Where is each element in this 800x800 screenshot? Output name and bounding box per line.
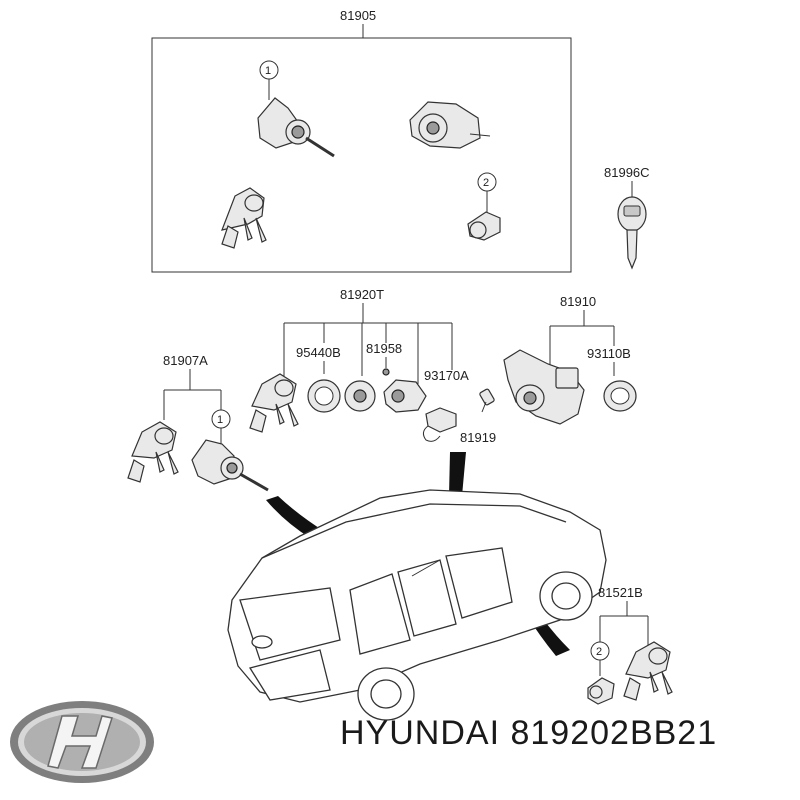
label-81996C: 81996C — [604, 165, 650, 180]
illumination-ring-part — [603, 380, 637, 412]
keys-part-middle — [249, 373, 299, 433]
hyundai-logo — [10, 701, 154, 783]
small-cylinder-part-bottom — [587, 677, 615, 705]
brand-name: HYUNDAI — [340, 714, 501, 752]
label-81907A: 81907A — [163, 353, 208, 368]
callout-2-bottom: 2 — [590, 641, 610, 676]
label-81958: 81958 — [366, 341, 402, 356]
ignition-lock-assembly-part — [503, 349, 585, 425]
keys-part-bottom — [623, 641, 673, 701]
small-cylinder-part — [467, 211, 501, 241]
label-81919: 81919 — [460, 430, 496, 445]
label-95440B: 95440B — [296, 345, 341, 360]
svg-text:2: 2 — [596, 646, 602, 658]
label-81521B: 81521B — [598, 585, 643, 600]
svg-text:2: 2 — [483, 177, 489, 189]
svg-text:1: 1 — [265, 65, 271, 77]
label-81920T: 81920T — [340, 287, 384, 302]
vehicle-illustration — [227, 489, 607, 721]
label-81910: 81910 — [560, 294, 596, 309]
keys-part-top — [221, 187, 267, 249]
label-93170A: 93170A — [424, 368, 469, 383]
ignition-switch-part — [479, 388, 495, 413]
callout-1-left: 1 — [211, 409, 231, 446]
lock-cylinder-part — [307, 379, 341, 413]
ignition-body-part — [383, 379, 427, 413]
ignition-lock-part — [409, 101, 491, 149]
immobilizer-module-part — [422, 407, 457, 442]
part-number: 819202BB21 — [510, 714, 718, 752]
keys-part-left — [127, 421, 179, 483]
key-blank-part — [617, 196, 647, 270]
key-plate-part — [344, 380, 376, 412]
label-81905: 81905 — [340, 8, 376, 23]
part-caption: HYUNDAI 819202BB21 — [340, 714, 717, 753]
callout-1-top: 1 — [259, 60, 279, 100]
door-lock-cylinder-part — [257, 97, 335, 158]
svg-text:1: 1 — [217, 414, 223, 426]
callout-2-top: 2 — [477, 172, 497, 214]
small-screw-part — [382, 368, 390, 376]
label-93110B: 93110B — [587, 346, 631, 361]
door-lock-part-left — [191, 439, 269, 492]
lock-set-box — [151, 37, 572, 273]
